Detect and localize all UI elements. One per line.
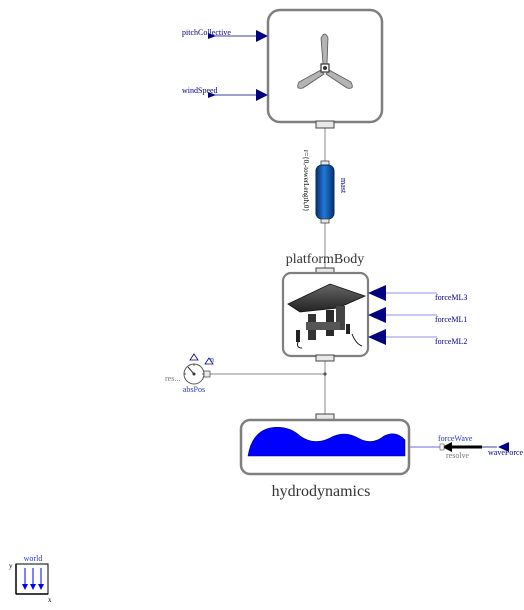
platform-name-label: platformBody [286,252,365,267]
force-ml1-label: forceML1 [435,315,467,324]
mast-block[interactable]: mast r={0,-towerLength,0} [302,150,348,224]
water-wave-icon [247,427,406,457]
abs-pos-sensor[interactable]: n res... absPos [165,353,214,394]
force-wave-block[interactable]: forceWave resolve waveForce [438,434,524,460]
abs-pos-output-icon [189,353,199,361]
pitch-collective-source[interactable]: pitchCollective [182,28,231,39]
platform-structure-icon [287,283,367,349]
world-block[interactable]: world y x [9,554,52,604]
force-ml3-label: forceML3 [435,293,467,302]
pitch-output-arrow-icon [208,33,216,39]
wind-input-port-icon[interactable] [256,89,268,101]
wind-speed-source[interactable]: windSpeed [182,86,218,98]
pitch-collective-label: pitchCollective [182,28,231,37]
wave-force-label: waveForce [488,448,524,457]
abs-pos-n-icon [204,357,214,365]
abs-pos-left-label: res... [165,374,180,383]
turbine-rotor-icon [297,33,353,89]
force-wave-arrow-icon [442,442,452,452]
mast-name-label: mast [339,178,348,194]
force-wave-resolve-label: resolve [446,451,470,460]
abs-pos-n-label: n [210,355,214,364]
turbine-block[interactable] [256,8,384,129]
wave-force-output-icon [498,442,509,452]
force-ml1-port-icon[interactable] [368,307,386,323]
wind-speed-label: windSpeed [182,86,218,95]
platform-block[interactable]: platformBody forceML3 forceML1 forceML2 [281,252,467,362]
force-ml2-port-icon[interactable] [368,329,386,345]
world-axis-x-label: x [48,596,52,604]
abs-pos-name-label: absPos [183,385,205,394]
force-ml2-label: forceML2 [435,337,467,346]
pitch-input-port-icon[interactable] [256,30,268,42]
hydrodynamics-block[interactable]: hydrodynamics [239,413,411,500]
wind-output-arrow-icon [208,92,216,98]
force-ml3-port-icon[interactable] [368,285,386,301]
hydrodynamics-name-label: hydrodynamics [272,483,371,500]
world-axis-y-label: y [9,562,13,570]
mast-param-label: r={0,-towerLength,0} [302,150,310,212]
force-wave-label: forceWave [438,434,473,443]
world-name-label: world [24,554,43,563]
turbine-frame-port[interactable] [315,120,335,129]
gravity-arrows-icon [24,568,42,585]
